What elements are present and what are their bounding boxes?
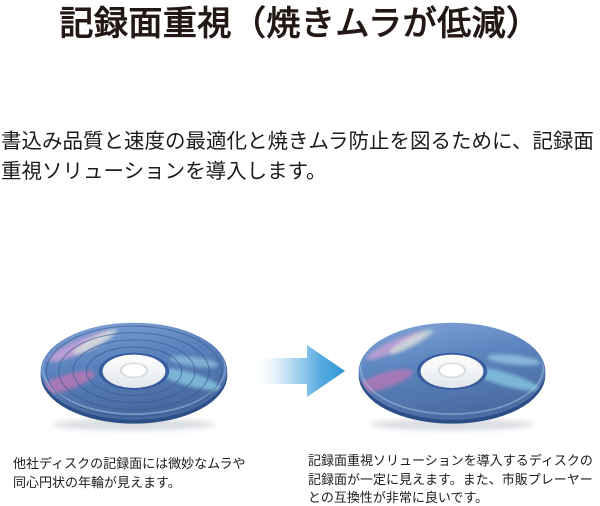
disc-before-image: [34, 318, 234, 436]
right-arrow-icon: [250, 344, 346, 398]
page-title: 記録面重視（焼きムラが低減）: [59, 5, 541, 43]
intro-text: 書込み品質と速度の最適化と焼きムラ防止を図るために、記録面 重視ソリューションを…: [1, 130, 594, 183]
disc-after-image: [352, 318, 552, 436]
caption-before: 他社ディスクの記録面には微妙なムラや 同心円状の年輪が見えます。: [13, 456, 246, 490]
caption-after: 記録面重視ソリューションを導入するディスクの 記録面が一定に見えます。また、市販…: [308, 453, 593, 505]
